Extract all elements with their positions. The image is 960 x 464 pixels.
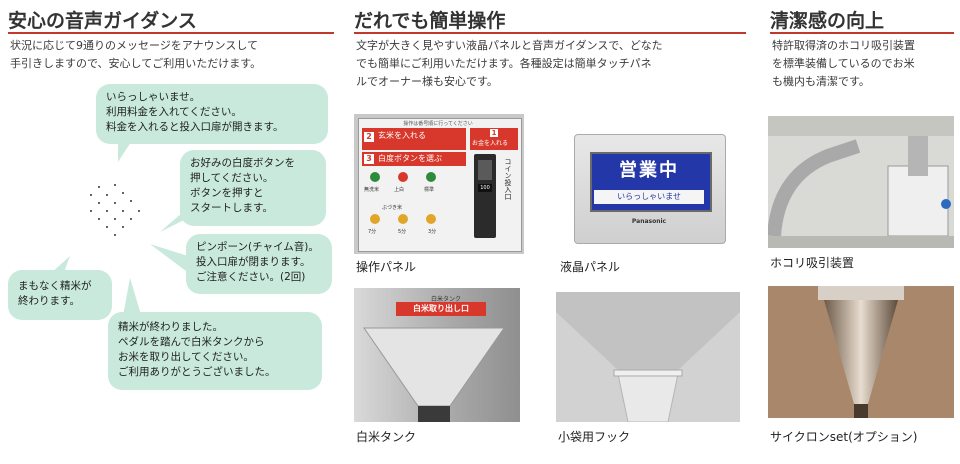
- guidance-bubble-door-closing: ピンポーン(チャイム音)。 投入口扉が閉まります。 ご注意ください。(2回): [186, 234, 332, 294]
- guidance-description: 状況に応じて9通りのメッセージをアナウンスして 手引きしますので、安心してご利用…: [10, 39, 262, 70]
- operation-panel-photo: 操作は番号順に行ってください 2 玄米を入れる 3 白度ボタンを選ぶ 1 お金を…: [354, 114, 524, 254]
- cyclone-photo: [768, 286, 954, 418]
- caption-cyclone-set: サイクロンset(オプション): [770, 430, 918, 444]
- dust-suction-photo: [768, 116, 954, 248]
- easy-description: 文字が大きく見やすい液晶パネルと音声ガイダンスで、どなた でも簡単にご利用いただ…: [356, 39, 663, 88]
- caption-rice-tank: 白米タンク: [356, 430, 417, 444]
- bag-hook-photo: [556, 292, 740, 422]
- guidance-title-underline: [8, 32, 334, 34]
- lcd-panel-photo: 営業中 いらっしゃいませ Panasonic: [560, 120, 736, 258]
- caption-lcd-panel: 液晶パネル: [560, 260, 621, 274]
- clean-title: 清潔感の向上: [770, 10, 885, 32]
- caption-dust-suction: ホコリ吸引装置: [770, 256, 855, 270]
- rice-tank-photo: 白米タンク 白米取り出し口: [354, 288, 520, 422]
- easy-title: だれでも簡単操作: [354, 10, 506, 32]
- caption-operation-panel: 操作パネル: [356, 260, 417, 274]
- clean-description: 特許取得済のホコリ吸引装置 を標準装備しているのでお米 も機内も清潔です。: [772, 39, 915, 88]
- guidance-title: 安心の音声ガイダンス: [8, 10, 197, 32]
- speech-bubble-tails: [40, 128, 212, 332]
- caption-bag-hook: 小袋用フック: [558, 430, 631, 444]
- easy-title-underline: [354, 32, 746, 34]
- guidance-bubble-almost-done: まもなく精米が 終わります。: [8, 270, 112, 320]
- clean-title-underline: [770, 32, 954, 34]
- guidance-bubble-welcome: いらっしゃいませ。 利用料金を入れてください。 料金を入れると投入口扉が開きます…: [96, 84, 328, 144]
- guidance-bubble-finished: 精米が終わりました。 ペダルを踏んで白米タンクから お米を取り出してください。 …: [108, 312, 322, 390]
- speaker-icon: [84, 180, 148, 240]
- guidance-bubble-select-whiteness: お好みの白度ボタンを 押してください。 ボタンを押すと スタートします。: [180, 150, 326, 226]
